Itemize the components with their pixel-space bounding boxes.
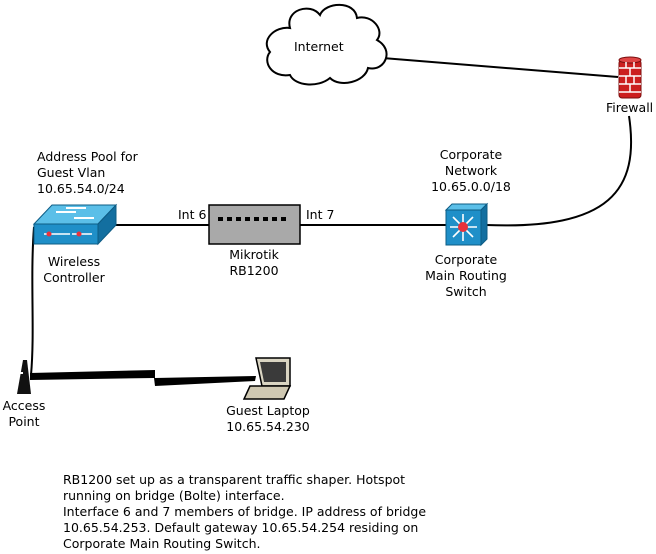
mikrotik-line: Mikrotik — [229, 247, 279, 262]
corporate-network-line: Network — [444, 163, 498, 178]
address-pool-label: Address Pool for Guest Vlan 10.65.54.0/2… — [37, 149, 138, 197]
main-switch-line: Switch — [445, 284, 487, 299]
configuration-note: RB1200 set up as a transparent traffic s… — [63, 472, 483, 552]
access-point-icon — [17, 360, 31, 394]
main-switch-label: Corporate Main Routing Switch — [416, 252, 516, 300]
wireless-link-bolt — [30, 370, 256, 386]
switch-icon — [32, 203, 118, 246]
internet-label: Internet — [294, 39, 344, 54]
wireless-controller-line: Controller — [43, 270, 105, 285]
int7-label: Int 7 — [306, 207, 335, 222]
note-line: RB1200 set up as a transparent traffic s… — [63, 472, 406, 487]
int6-label: Int 6 — [178, 207, 207, 222]
note-line: running on bridge (Bolte) interface. — [63, 488, 285, 503]
core-switch-icon — [444, 202, 489, 247]
address-pool-line: Guest Vlan — [37, 165, 106, 180]
mikrotik-line: RB1200 — [229, 263, 279, 278]
link-internet-firewall — [344, 54, 619, 78]
link-controller-accesspoint — [30, 226, 35, 376]
access-point-label: Access Point — [0, 398, 48, 430]
mikrotik-label: Mikrotik RB1200 — [210, 247, 298, 279]
corporate-network-line: Corporate — [439, 147, 503, 162]
note-line: Corporate Main Routing Switch. — [63, 536, 261, 551]
guest-laptop-line: Guest Laptop — [226, 403, 310, 418]
wireless-controller-label: Wireless Controller — [30, 254, 118, 286]
guest-laptop-label: Guest Laptop 10.65.54.230 — [218, 403, 318, 435]
laptop-icon — [242, 357, 292, 400]
note-line: Interface 6 and 7 members of bridge. IP … — [63, 504, 427, 519]
router-icon — [208, 204, 301, 245]
note-line: 10.65.54.253. Default gateway 10.65.54.2… — [63, 520, 419, 535]
corporate-network-label: Corporate Network 10.65.0.0/18 — [425, 147, 517, 195]
cloud-icon — [265, 3, 388, 86]
address-pool-line: Address Pool for — [37, 149, 138, 164]
firewall-label: Firewall — [606, 100, 654, 115]
main-switch-line: Corporate — [434, 252, 498, 267]
guest-laptop-line: 10.65.54.230 — [226, 419, 310, 434]
firewall-icon — [618, 56, 642, 99]
connections — [30, 54, 633, 376]
main-switch-line: Main Routing — [425, 268, 507, 283]
access-point-line: Point — [8, 414, 40, 429]
wireless-controller-line: Wireless — [47, 254, 101, 269]
link-firewall-switch — [485, 115, 633, 227]
address-pool-line: 10.65.54.0/24 — [37, 181, 125, 196]
corporate-network-line: 10.65.0.0/18 — [431, 179, 511, 194]
access-point-line: Access — [2, 398, 46, 413]
